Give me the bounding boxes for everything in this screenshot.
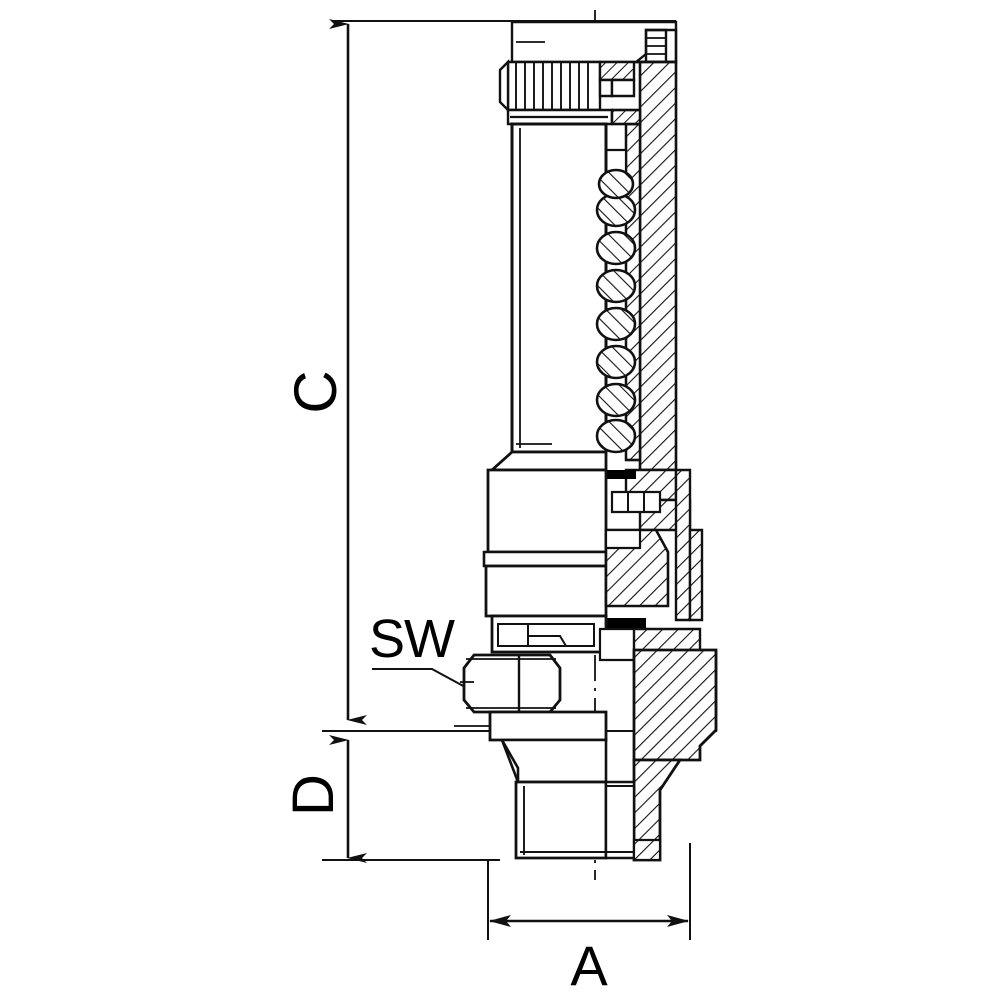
detail-ticks [454,681,490,727]
dimension-label-c: C [282,370,349,414]
compression-spring [595,168,637,454]
outlet-boss [632,648,718,862]
o-ring-seal-upper [598,470,636,479]
dimension-label-a: A [570,934,608,997]
male-thread [488,710,662,862]
o-ring-seal-lower [600,618,646,629]
valve-body-upper [482,468,704,629]
spring-housing [488,122,608,472]
hex-nut [462,653,562,714]
dimension-label-d: D [281,774,346,816]
callout-label-sw: SW [369,609,455,669]
